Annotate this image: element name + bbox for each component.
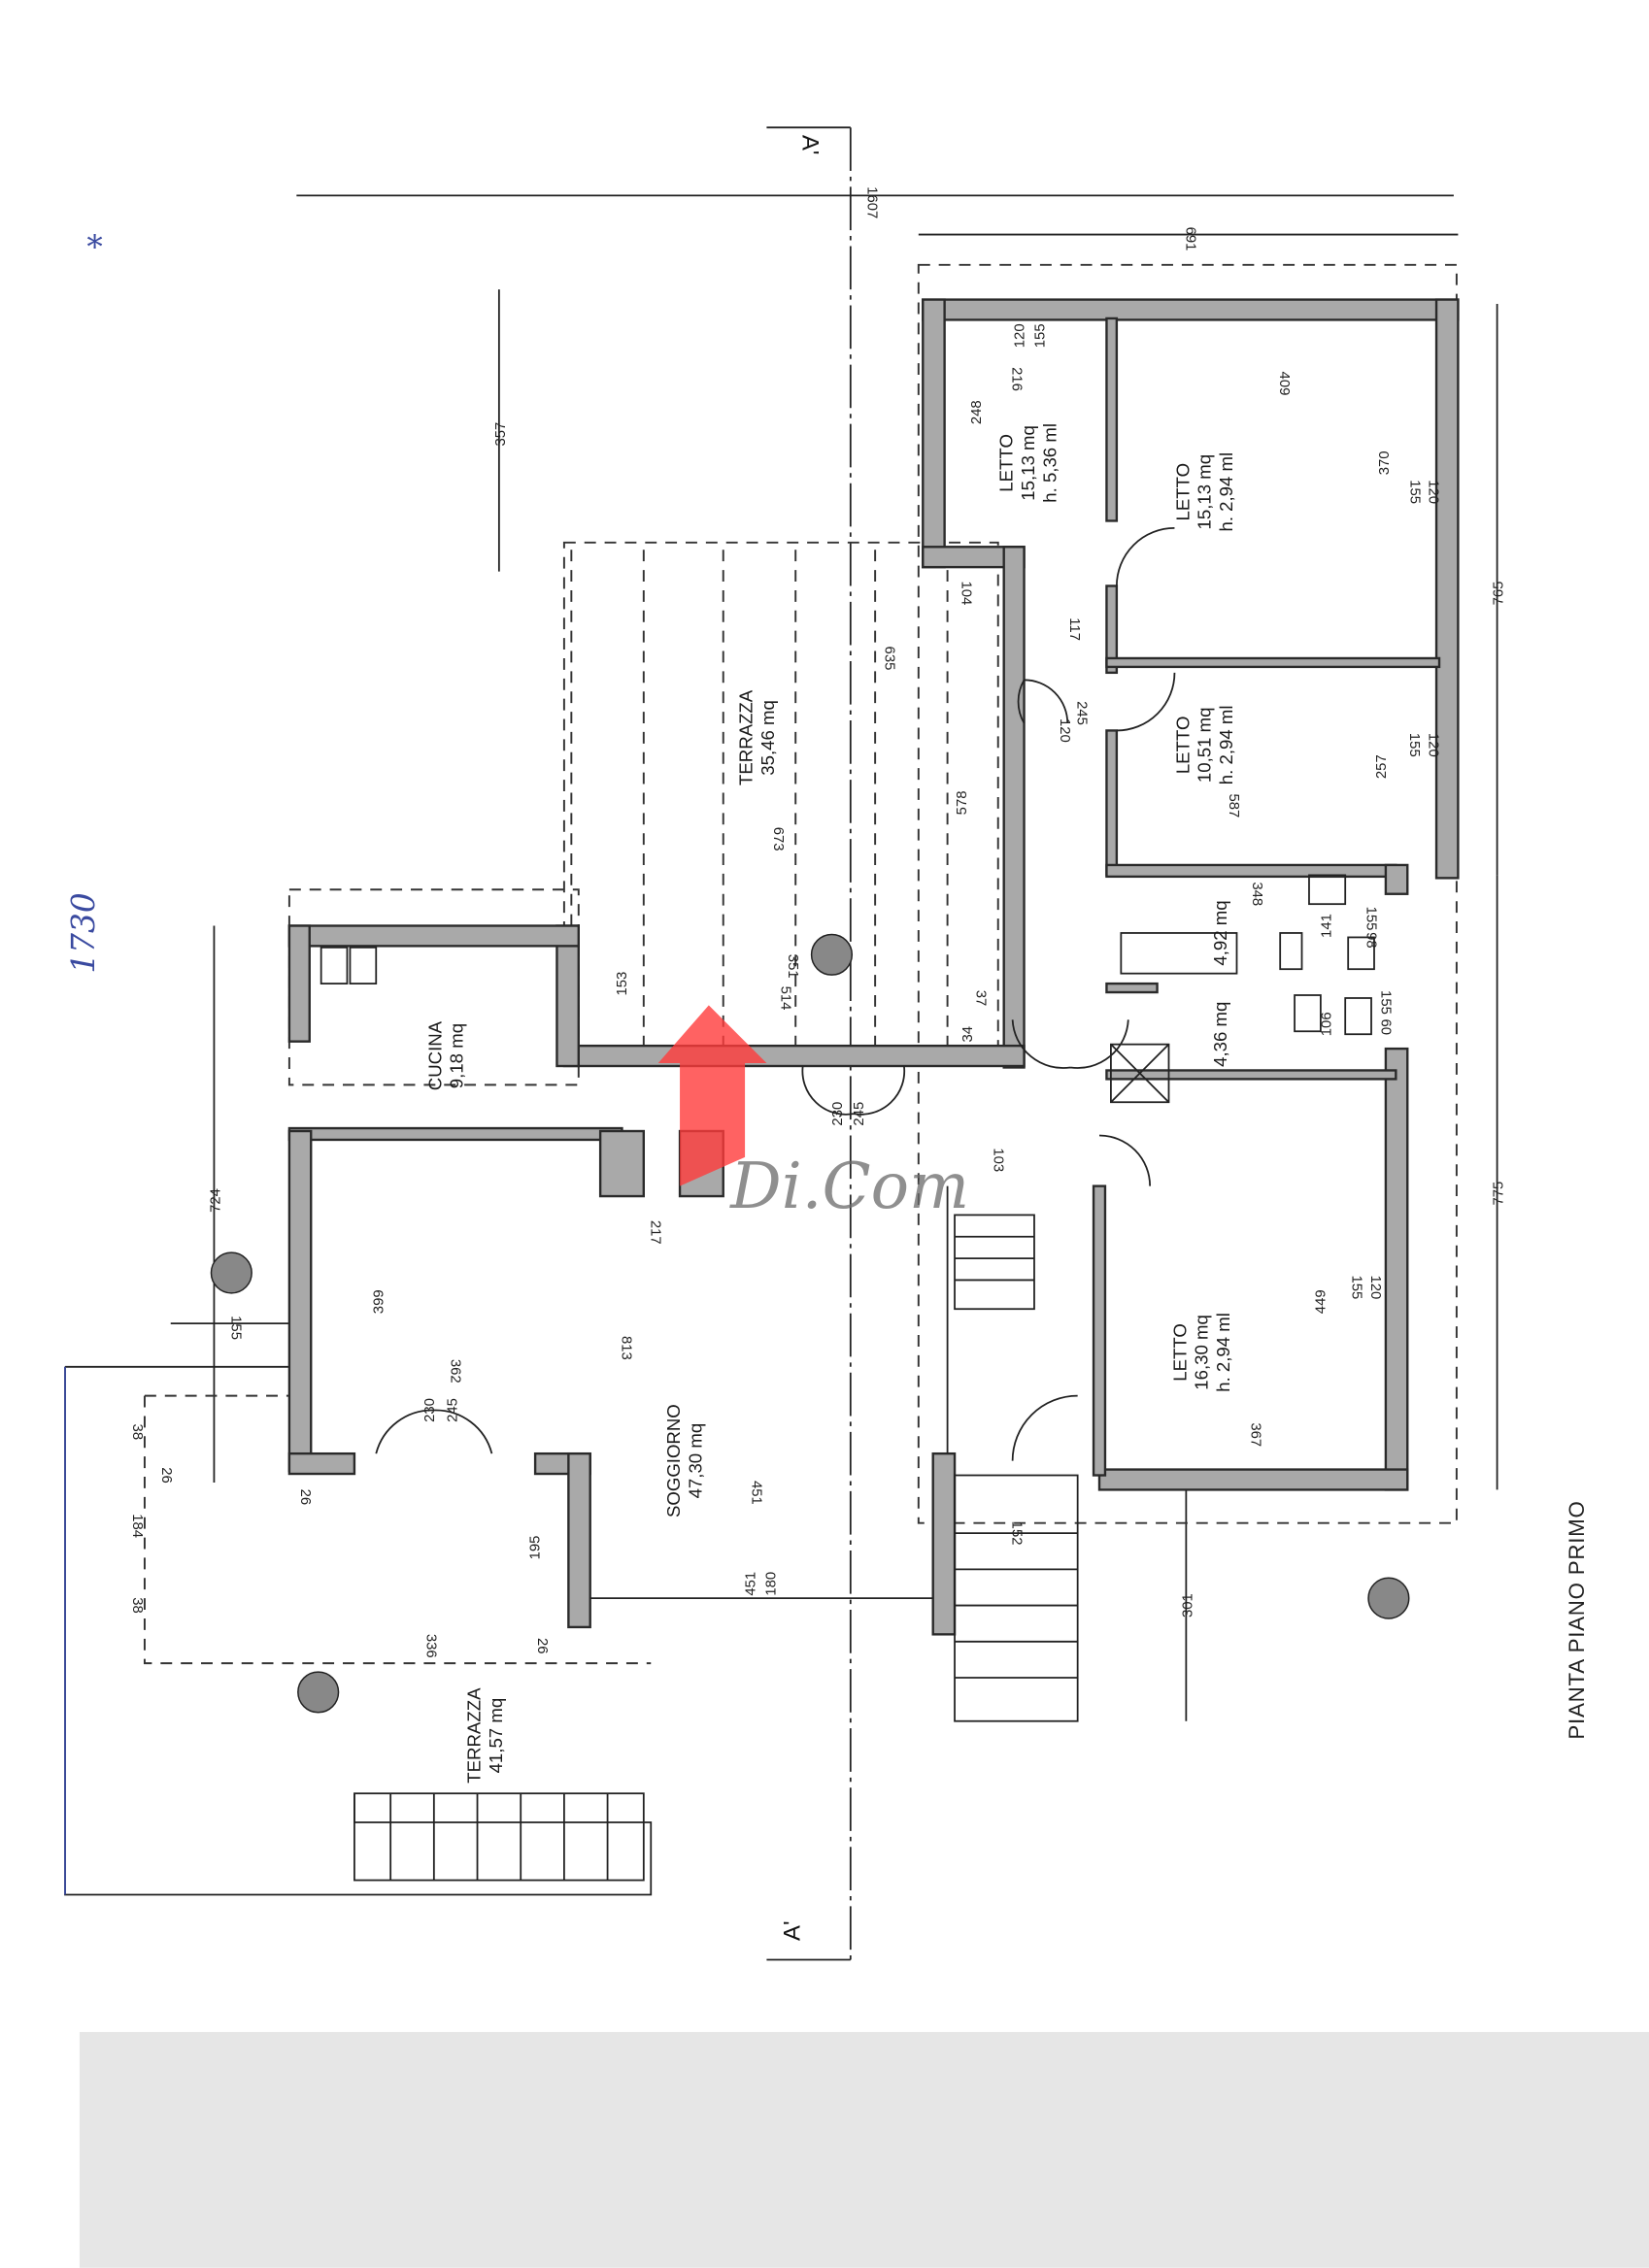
- dimension-label: 451: [744, 1572, 759, 1596]
- doors: [375, 527, 1176, 1461]
- dimension-label: 153: [615, 972, 630, 996]
- room-label: LETTO15,13 mqh. 2,94 ml: [1172, 452, 1236, 532]
- dimension-label: 245: [852, 1102, 867, 1126]
- dimension-label: 37: [972, 990, 988, 1007]
- dimension-label: 117: [1066, 617, 1082, 641]
- dimension-label: 26: [158, 1467, 174, 1484]
- dimension-label: 357: [493, 422, 509, 447]
- dimension-label: 155: [1377, 990, 1393, 1015]
- walls: [287, 298, 1460, 1636]
- columns: [210, 933, 1410, 1714]
- dimension-label: 104: [959, 582, 974, 606]
- room-label: 4,92 mq: [1210, 900, 1230, 965]
- section-mark-top: A': [797, 135, 824, 154]
- dimension-label: 775: [1492, 1182, 1507, 1206]
- scan-band: [79, 2031, 1649, 2268]
- dimension-label: 301: [1180, 1593, 1195, 1618]
- dimension-label: 103: [990, 1148, 1005, 1172]
- dimension-label: 257: [1374, 754, 1390, 779]
- dimension-label: 217: [647, 1220, 662, 1245]
- room-label: CUCINA9,18 mq: [424, 1020, 466, 1090]
- room-label: 4,36 mq: [1210, 1002, 1230, 1067]
- dimension-label: 635: [882, 647, 897, 671]
- watermark-logo: Di.Com: [657, 1005, 969, 1223]
- dimension-label: 26: [534, 1638, 550, 1654]
- dimension-label: 587: [1226, 793, 1241, 817]
- room-label: LETTO15,13 mqh. 5,36 ml: [996, 423, 1060, 503]
- room-label: LETTO16,30 mqh. 2,94 ml: [1169, 1313, 1233, 1392]
- plan-title: PIANTA PIANO PRIMO: [1565, 1500, 1589, 1739]
- dimension-label: 409: [1276, 372, 1292, 396]
- section-line: A' A': [766, 126, 852, 1961]
- section-mark-bottom: A': [780, 1920, 806, 1940]
- dimension-label: 60: [1377, 1019, 1393, 1036]
- room-label: SOGGIORNO47,30 mq: [663, 1404, 705, 1518]
- dimension-label: 514: [777, 986, 792, 1011]
- dimension-label: 813: [618, 1336, 633, 1360]
- dimension-label: 155: [1032, 323, 1048, 348]
- watermark-text: Di.Com: [729, 1150, 969, 1223]
- dimension-label: 106: [1319, 1012, 1334, 1036]
- dimension-label: 155: [1406, 733, 1422, 757]
- room-label: LETTO10,51 mqh. 2,94 ml: [1172, 705, 1236, 784]
- dimension-label: 245: [446, 1398, 461, 1422]
- dimension-label: 155: [1363, 907, 1379, 931]
- dimension-label: 180: [763, 1572, 779, 1596]
- dimension-label: 141: [1319, 914, 1334, 938]
- dimension-label: 691: [1182, 227, 1197, 251]
- stairs: [353, 1214, 1079, 1882]
- dimension-label: 184: [129, 1514, 145, 1538]
- dimension-label: 120: [1013, 323, 1028, 348]
- dimension-label: 449: [1313, 1289, 1329, 1314]
- dimension-label: 155: [1349, 1275, 1364, 1299]
- dimension-label: 399: [372, 1289, 387, 1314]
- dimension-label: 362: [448, 1359, 463, 1384]
- dimension-label: 351: [785, 954, 800, 979]
- dimension-label: 38: [129, 1597, 145, 1614]
- dimension-label: 120: [1367, 1275, 1383, 1299]
- dimension-label: 120: [1057, 718, 1072, 743]
- dimension-label: 152: [1009, 1521, 1025, 1546]
- dimension-lines: [170, 194, 1498, 1721]
- handwritten-star: *: [86, 228, 102, 265]
- dimension-label: 370: [1377, 450, 1393, 475]
- dimension-label: 245: [1074, 701, 1090, 725]
- dimension-label: 673: [770, 827, 786, 851]
- dimension-label: 26: [297, 1489, 313, 1506]
- dimension-label: 765: [1492, 582, 1507, 606]
- dimension-label: 451: [749, 1481, 764, 1505]
- dimension-label: 336: [422, 1634, 438, 1658]
- dimension-label: 120: [1426, 733, 1441, 757]
- bathroom-fixtures: [320, 874, 1375, 1036]
- dimension-label: 230: [830, 1102, 846, 1126]
- handwritten-total: 1730: [65, 892, 102, 973]
- dimension-label: 98: [1363, 932, 1379, 949]
- dimension-label: 155: [1406, 480, 1422, 504]
- room-label: TERRAZZA41,57 mq: [464, 1687, 506, 1784]
- dimension-label: 195: [528, 1536, 544, 1560]
- dimension-label: 348: [1249, 882, 1264, 906]
- dimension-label: 578: [955, 790, 970, 815]
- dimension-label: 230: [422, 1398, 438, 1422]
- dimension-label: 367: [1247, 1422, 1262, 1447]
- dimension-label: 38: [129, 1424, 145, 1441]
- dimension-label: 248: [969, 400, 985, 424]
- dimension-label: 120: [1426, 480, 1441, 504]
- dimension-label: 216: [1009, 367, 1025, 391]
- dimension-labels: 1607 691 357 765 775 724 155 1730 673 57…: [65, 186, 1507, 1658]
- dimension-label: 34: [960, 1026, 976, 1043]
- dimension-label: 1607: [864, 186, 880, 218]
- room-label: TERRAZZA35,46 mq: [736, 689, 778, 785]
- dimension-label: 724: [208, 1188, 223, 1213]
- room-labels: TERRAZZA35,46 mq CUCINA9,18 mq SOGGIORNO…: [424, 423, 1236, 1784]
- dimension-label: 155: [227, 1316, 243, 1340]
